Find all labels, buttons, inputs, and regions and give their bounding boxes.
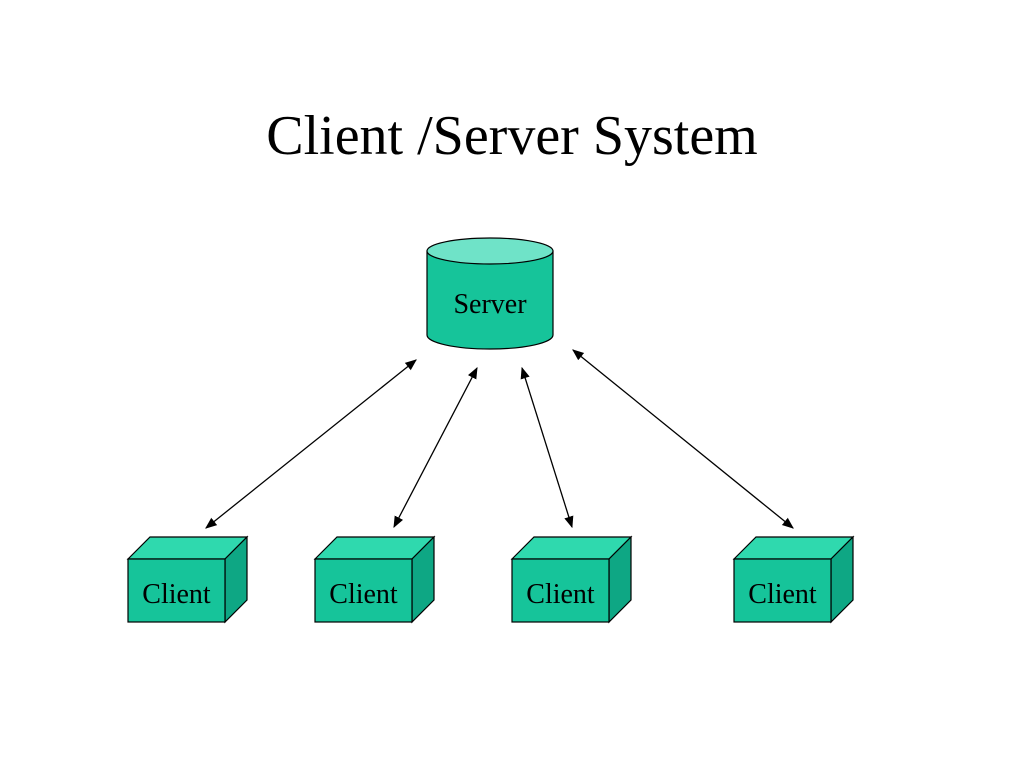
client-label: Client — [526, 579, 595, 610]
slide-title: Client /Server System — [266, 105, 758, 167]
cube-icon — [313, 535, 436, 624]
client-node: Client — [313, 535, 436, 624]
client-node: Client — [510, 535, 633, 624]
client-node: Client — [126, 535, 249, 624]
client-label: Client — [142, 579, 211, 610]
database-cylinder-icon — [426, 237, 554, 350]
client-label: Client — [748, 579, 817, 610]
connection-arrow-client-1 — [205, 359, 417, 529]
connection-arrow-client-3 — [520, 366, 574, 529]
client-node: Client — [732, 535, 855, 624]
server-label: Server — [453, 289, 527, 320]
cube-icon — [126, 535, 249, 624]
connections — [205, 349, 794, 529]
client-label: Client — [329, 579, 398, 610]
server-node: Server — [426, 237, 554, 350]
connection-arrow-client-4 — [572, 349, 794, 529]
cube-icon — [510, 535, 633, 624]
connection-arrow-client-2 — [393, 366, 478, 529]
cube-icon — [732, 535, 855, 624]
